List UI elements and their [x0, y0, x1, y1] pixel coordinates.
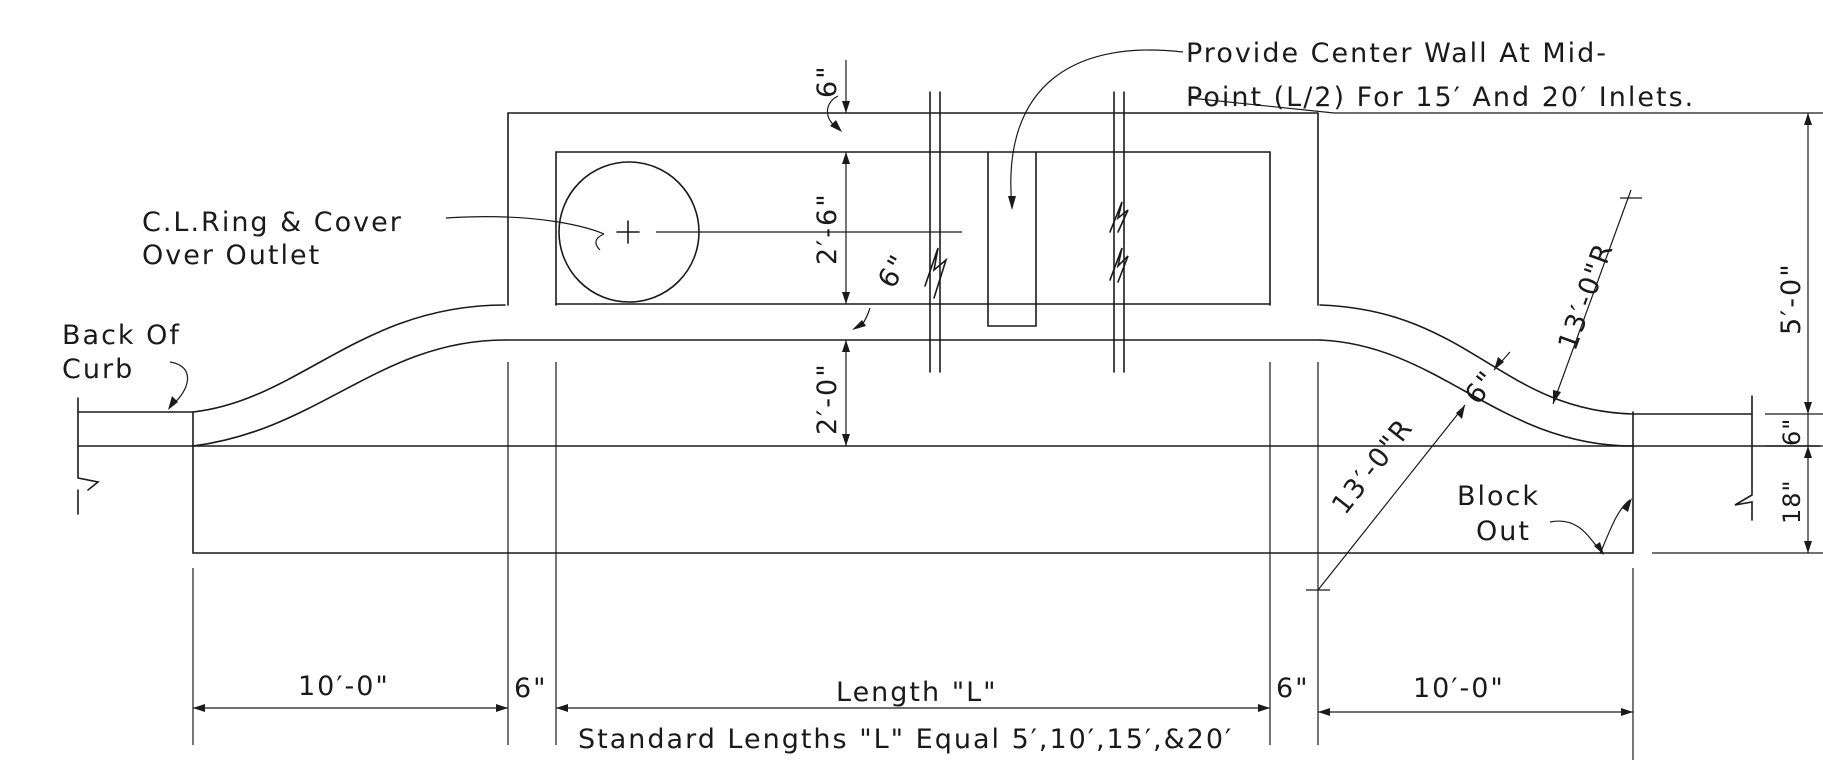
radius-line-lower	[1317, 404, 1466, 591]
block-out-line2: Out	[1476, 516, 1531, 547]
left-transition-lower	[192, 339, 506, 447]
left-break-line	[77, 397, 100, 515]
back-of-curb-leader	[169, 361, 189, 406]
left-wall-text: 6"	[514, 673, 548, 704]
standard-lengths-note: Standard Lengths "L" Equal 5′,10′,15′,&2…	[578, 724, 1233, 755]
right-transition-upper	[1319, 304, 1634, 415]
arrow	[1553, 390, 1561, 404]
ring-cover-note-line2: Over Outlet	[142, 240, 321, 271]
annotations: Provide Center Wall At Mid- Point (L/2) …	[62, 38, 1807, 755]
block-out-leader	[1549, 520, 1604, 555]
length-text: Length "L"	[836, 677, 998, 708]
arrow	[1621, 708, 1633, 716]
center-wall-underline	[1189, 97, 1335, 114]
arrow	[168, 396, 178, 410]
arrow	[1804, 402, 1812, 414]
arrow	[852, 320, 866, 330]
arrow	[1318, 708, 1330, 716]
note-leaders	[168, 49, 1632, 555]
ring-cover-leader-hook	[595, 233, 605, 251]
dim-top-wall-text: 6"	[812, 64, 843, 98]
ring-cover-note-line1: C.L.Ring & Cover	[142, 207, 403, 238]
dimension-lines	[193, 60, 1812, 716]
arrow	[1804, 113, 1812, 125]
arrow	[1494, 357, 1504, 370]
arrow	[1008, 196, 1016, 210]
block-out-leader-2	[1599, 499, 1631, 555]
right-wall-text: 6"	[1276, 673, 1310, 704]
center-wall	[987, 151, 1037, 327]
arrow	[193, 704, 205, 712]
inlet-structure	[77, 91, 1821, 554]
block-out-outline	[192, 411, 1634, 554]
overall-right-text: 5′-0"	[1776, 262, 1807, 335]
back-of-curb-line2: Curb	[62, 354, 134, 385]
arrow	[1804, 446, 1812, 458]
arrow	[496, 704, 508, 712]
right-transition-text: 10′-0"	[1413, 673, 1505, 704]
arrow	[1456, 405, 1465, 419]
right-break-line	[1734, 395, 1753, 521]
back-of-curb-line1: Back Of	[62, 320, 181, 351]
curb-right-text: 6"	[1778, 418, 1806, 446]
break-symbol-right	[1109, 247, 1129, 283]
center-wall-note-line1: Provide Center Wall At Mid-	[1186, 38, 1608, 69]
radius-upper-text: 13′-0"R	[1552, 238, 1620, 354]
arrow	[556, 704, 568, 712]
break-symbol-right-upper	[1109, 201, 1129, 233]
arrow	[842, 101, 850, 113]
arrow	[842, 434, 850, 446]
ring-cover-leader	[445, 216, 605, 235]
block-out-line1: Block	[1457, 481, 1540, 512]
center-wall-leader	[1010, 49, 1184, 209]
inner-box-outline	[555, 151, 1271, 306]
radius-lower-text: 13′-0"R	[1326, 412, 1420, 520]
radius-line-upper	[1552, 189, 1632, 405]
arrow	[842, 152, 850, 164]
dim-lower-depth-text: 2′-0"	[812, 362, 843, 435]
extension-lines	[192, 112, 1823, 760]
arrow	[1804, 541, 1812, 553]
arrow	[842, 340, 850, 352]
outer-box-outline	[507, 112, 1319, 306]
break-symbol-left	[924, 247, 948, 299]
arrow	[1622, 498, 1632, 512]
center-wall-note-line2: Point (L/2) For 15′ And 20′ Inlets.	[1186, 82, 1695, 113]
arrow	[842, 292, 850, 304]
transition-width-text: 6"	[1459, 365, 1504, 411]
left-transition-text: 10′-0"	[298, 671, 390, 702]
dim-mid-wall-text: 6"	[872, 249, 916, 294]
right-transition-lower	[1319, 339, 1634, 447]
left-transition-upper	[192, 304, 506, 413]
gutter-right-text: 18"	[1778, 479, 1806, 524]
arrow	[830, 120, 842, 132]
dim-inner-depth-text: 2′-6"	[812, 192, 843, 265]
arrow	[1258, 704, 1270, 712]
